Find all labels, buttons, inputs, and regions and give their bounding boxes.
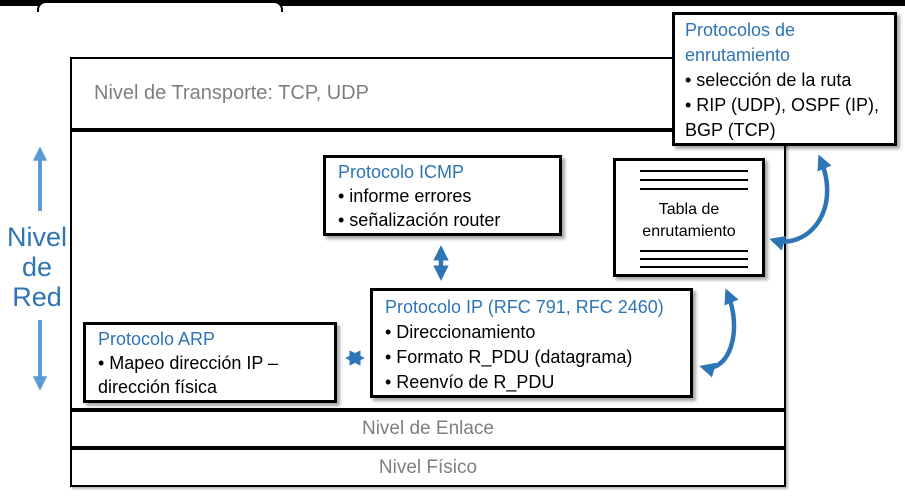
transport-layer-box: Nivel de Transporte: TCP, UDP [70,57,786,130]
link-layer-label: Nivel de Enlace [361,418,495,439]
arp-title: Protocolo ARP [98,329,216,349]
routing-protocols-bullet: • selección de la ruta [685,70,852,90]
routing-table-label: Tabla de enrutamiento [642,201,736,240]
arp-bullet: • Mapeo dirección IP – dirección física [98,353,279,397]
ip-bullet: • Formato R_PDU (datagrama) [385,347,633,367]
table-rule-icon [640,258,748,260]
table-rule-icon [640,170,748,172]
icmp-title: Protocolo ICMP [338,162,465,182]
table-rule-icon [640,266,748,268]
routing-protocols-title: Protocolos de enrutamiento [685,20,796,65]
link-layer-box: Nivel de Enlace [70,410,786,448]
table-rule-icon [640,250,748,252]
routing-protocols-bullet: • RIP (UDP), OSPF (IP), BGP (TCP) [685,95,879,140]
network-layer-side-label: Nivel de Red [6,222,67,312]
transport-layer-label: Nivel de Transporte: TCP, UDP [94,82,369,104]
physical-layer-box: Nivel Físico [70,448,786,487]
arp-box: Protocolo ARP • Mapeo dirección IP – dir… [83,322,337,403]
routing-protocols-box: Protocolos de enrutamiento • selección d… [672,12,897,146]
top-black-strip [0,0,905,6]
ip-title: Protocolo IP (RFC 791, RFC 2460) [385,297,664,317]
ip-bullet: • Direccionamiento [385,322,536,342]
ip-bullet: • Reenvío de R_PDU [385,372,555,392]
icmp-bullet: • señalización router [338,210,501,230]
slide-top-rounded-notch [37,1,283,12]
icmp-box: Protocolo ICMP • informe errores • señal… [323,155,562,236]
table-rule-icon [640,188,748,190]
routing-table-box: Tabla de enrutamiento [613,158,765,277]
icmp-bullet: • informe errores [338,186,472,206]
ip-box: Protocolo IP (RFC 791, RFC 2460) • Direc… [370,288,693,398]
physical-layer-label: Nivel Físico [378,456,478,478]
table-rule-icon [640,179,748,181]
